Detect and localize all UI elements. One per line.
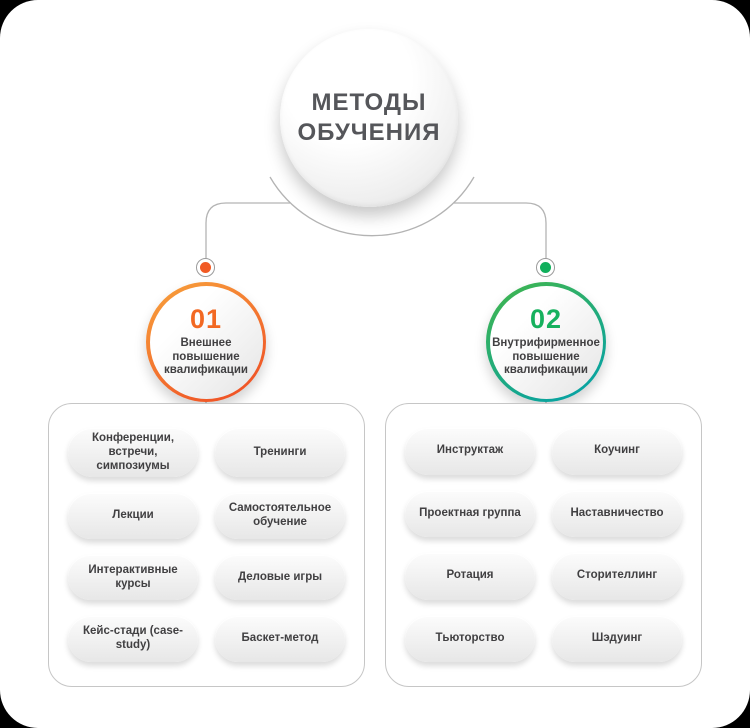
method-pill: Конференции, встречи, симпозиумы bbox=[68, 428, 198, 478]
orange-dot-icon bbox=[200, 262, 211, 273]
method-pill: Коучинг bbox=[552, 428, 682, 475]
method-pill: Деловые игры bbox=[215, 554, 345, 601]
method-pill: Лекции bbox=[68, 493, 198, 539]
method-pill-label: Коучинг bbox=[594, 444, 640, 457]
method-pill-label: Наставничество bbox=[570, 506, 664, 519]
diagram-title: МЕТОДЫ ОБУЧЕНИЯ bbox=[297, 89, 441, 146]
method-pill: Инструктаж bbox=[405, 428, 535, 475]
method-pill: Баскет-метод bbox=[215, 616, 345, 662]
method-pill-label: Самостоятельное обучение bbox=[228, 502, 332, 529]
method-pill: Ротация bbox=[405, 553, 535, 600]
method-pill-label: Деловые игры bbox=[237, 570, 323, 583]
branch2-circle-inner: 02 Внутрифирменное повышение квалификаци… bbox=[489, 285, 603, 399]
branch2-label: Внутрифирменное повышение квалификации bbox=[492, 337, 600, 377]
method-pill: Тренинги bbox=[215, 428, 345, 478]
method-pill-label: Интерактивные курсы bbox=[88, 563, 178, 590]
method-pill-label: Тьюторство bbox=[435, 631, 505, 644]
branch1-label: Внешнее повышение квалификации bbox=[164, 337, 248, 377]
method-pill-label: Кейс-стади (case-study) bbox=[83, 625, 183, 652]
method-pill-label: Лекции bbox=[112, 509, 154, 522]
branch1-bullet-dot bbox=[196, 258, 215, 277]
method-pill: Самостоятельное обучение bbox=[215, 493, 345, 539]
method-pill: Тьюторство bbox=[405, 615, 535, 662]
branch1-circle: 01 Внешнее повышение квалификации bbox=[146, 282, 266, 402]
method-pill-label: Сторителлинг bbox=[576, 569, 658, 582]
branch2-number: 02 bbox=[529, 304, 563, 335]
method-pill: Кейс-стади (case-study) bbox=[68, 616, 198, 662]
method-pill: Наставничество bbox=[552, 490, 682, 537]
method-pill: Интерактивные курсы bbox=[68, 554, 198, 601]
branch1-circle-inner: 01 Внешнее повышение квалификации bbox=[149, 285, 263, 399]
branch1-number: 01 bbox=[189, 304, 223, 335]
method-pill-label: Ротация bbox=[446, 569, 494, 582]
green-dot-icon bbox=[540, 262, 551, 273]
method-pill-label: Шэдуинг bbox=[591, 631, 643, 644]
decorative-arc bbox=[269, 176, 475, 237]
method-pill: Проектная группа bbox=[405, 490, 535, 537]
method-pill-label: Конференции, встречи, симпозиумы bbox=[91, 432, 175, 472]
branch1-methods-panel: Конференции, встречи, симпозиумы Тренинг… bbox=[48, 403, 365, 687]
branch2-methods-panel: Инструктаж Коучинг Проектная группа Наст… bbox=[385, 403, 702, 687]
method-pill-label: Проектная группа bbox=[419, 506, 521, 519]
method-pill: Шэдуинг bbox=[552, 615, 682, 662]
method-pill-label: Тренинги bbox=[253, 445, 307, 458]
main-topic-circle: МЕТОДЫ ОБУЧЕНИЯ bbox=[280, 29, 458, 207]
branch1-connector-line bbox=[205, 202, 290, 258]
branch2-circle: 02 Внутрифирменное повышение квалификаци… bbox=[486, 282, 606, 402]
method-pill: Сторителлинг bbox=[552, 553, 682, 600]
method-pill-label: Баскет-метод bbox=[241, 632, 319, 645]
method-pill-label: Инструктаж bbox=[436, 444, 504, 457]
branch2-connector-line bbox=[454, 202, 547, 258]
branch2-bullet-dot bbox=[536, 258, 555, 277]
